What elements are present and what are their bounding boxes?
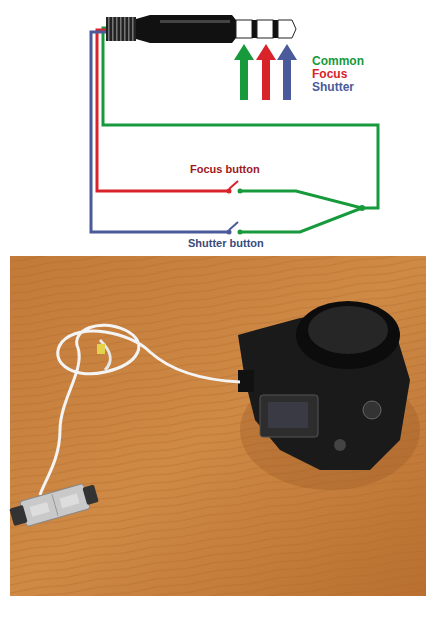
pin-label: Focus xyxy=(312,68,347,81)
switch-symbols xyxy=(227,181,366,235)
contact-arrows xyxy=(234,44,297,100)
pin-label: Shutter xyxy=(312,81,354,94)
switch-label: Focus button xyxy=(190,163,260,175)
jack-plug xyxy=(106,15,296,43)
photo xyxy=(8,256,426,596)
switch-label: Shutter button xyxy=(188,237,264,249)
wires xyxy=(91,28,378,232)
pin-label: Common xyxy=(312,55,364,68)
